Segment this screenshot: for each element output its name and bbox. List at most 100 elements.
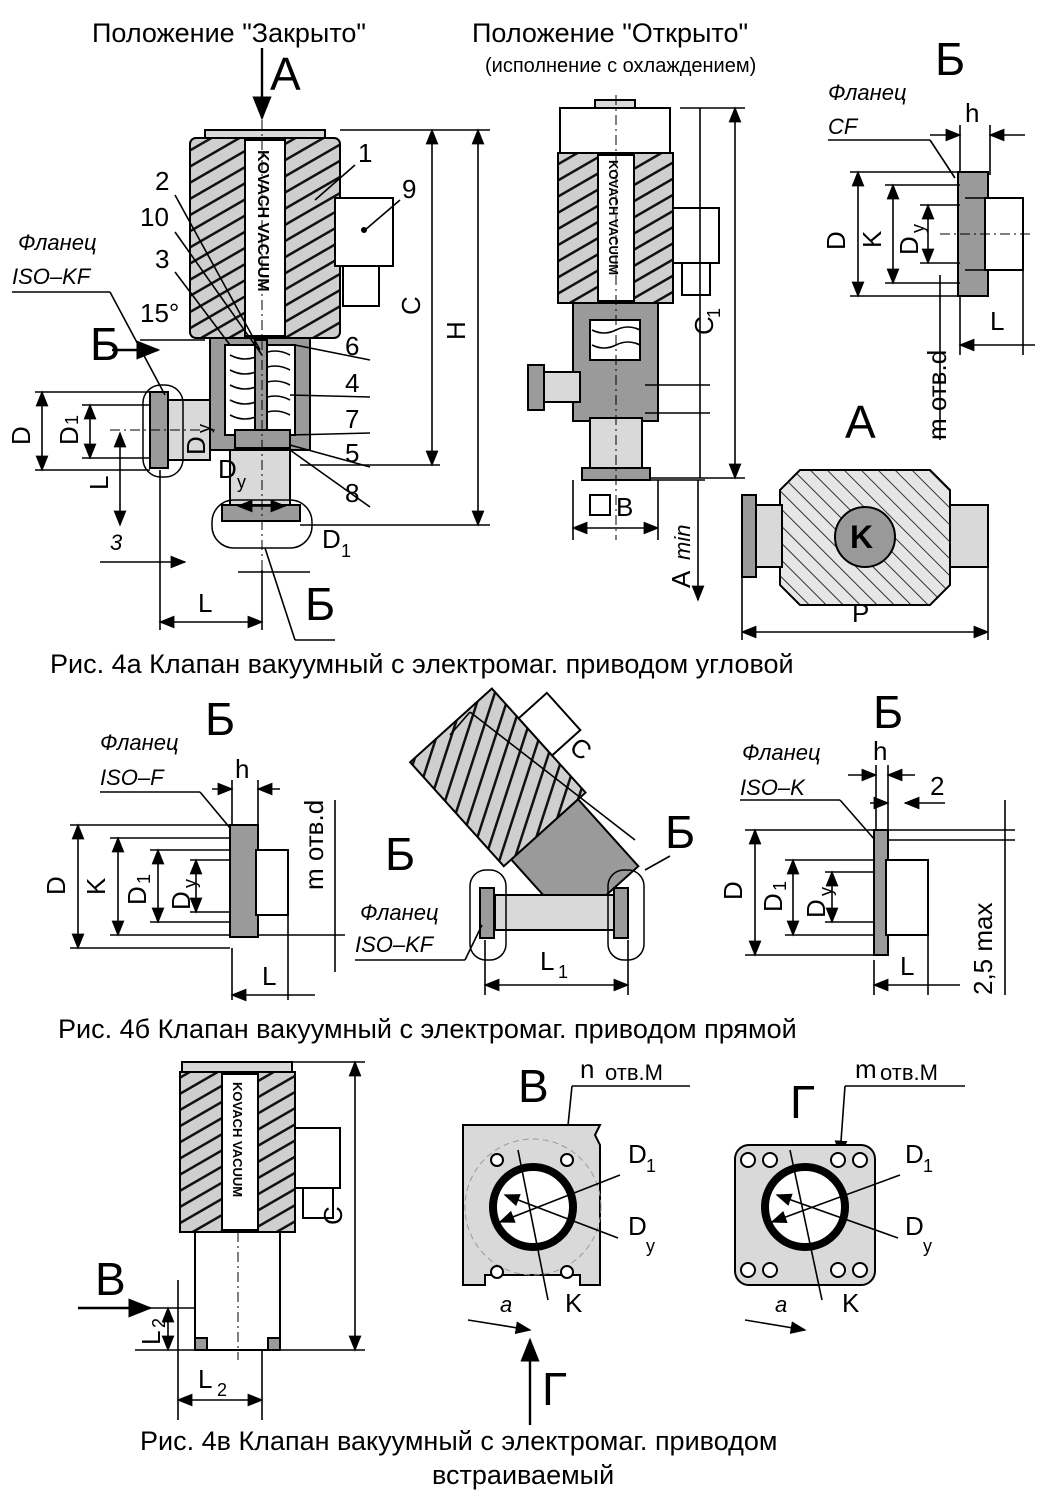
embedded-housing [194,1231,281,1351]
dim-h-iso-f: h [235,754,249,784]
dim-k-cf: K [857,230,887,248]
dim-a-view-g: a [775,1292,787,1317]
dim-n-holes: n [580,1054,594,1084]
dim-d1-view-g: D [905,1139,924,1169]
callout-2: 2 [155,166,169,196]
flange-cf-label: Фланец [828,80,907,105]
dim-d1-bottom: D [322,524,341,554]
view-letter-b-straight-right: Б [665,806,695,858]
connector-gland [342,265,380,307]
open-position-title: Положение "Открыто" [472,18,748,48]
dim-p: P [852,598,869,628]
dim-dy-closed: D [181,436,211,455]
dim-a-min-sub: min [670,525,695,560]
dim-dy-view-v-sub: у [646,1236,655,1256]
coil-cap [204,129,326,139]
closed-valve-drawing: А KOVACH VACUUM 1 2 10 3 [6,48,490,641]
dim-l-iso-f: L [262,961,276,991]
closed-position-title: Положение "Закрыто" [92,18,366,48]
callout-9: 9 [402,174,416,204]
flange-iso-kf-label: Фланец [18,230,97,255]
straight-valve-drawing: C Б Б Фланец ISO–KF L 1 [355,687,695,995]
view-v: В n отв.М D 1 D у K a Г [462,1054,690,1425]
view-letter-b-iso-f: Б [205,693,235,745]
view-letter-g: Г [790,1076,815,1128]
bottom-port [229,449,291,506]
dim-h: H [441,321,471,340]
view-letter-b-straight-left: Б [385,828,415,880]
dim-c1-sub: 1 [704,308,724,318]
dim-l2-vertical: L [136,1331,166,1345]
dim-m-holes-iso-f: m отв.d [299,800,329,890]
dim-angle-15: 15° [140,298,179,328]
dim-a-view-v: a [500,1292,512,1317]
view-letter-v: В [518,1060,549,1112]
dim-k-view-v: K [565,1288,583,1318]
square-symbol [589,494,611,516]
dim-d-iso-k: D [718,881,748,900]
dim-dy-view-g: D [905,1211,924,1241]
brand-label-open: KOVACH VACUUM [606,160,621,275]
dim-l1-sub: 1 [558,962,568,982]
dim-d1-iso-f: D [122,886,152,905]
dim-dy-bottom: D [218,454,237,484]
dim-three: 3 [110,530,123,555]
caption-fig-4v-line2: встраиваемый [432,1460,614,1490]
view-g: Г m отв.М D 1 D у K a [734,1054,965,1334]
dim-d-iso-f: D [41,876,71,895]
dim-m-holes: m [855,1054,877,1084]
dim-dy-iso-k: D [801,899,831,918]
dim-dy-iso-f: D [166,891,196,910]
dim-d-cf: D [821,231,851,250]
callout-7: 7 [345,404,359,434]
dim-max: 2,5 max [968,903,998,996]
view-b-iso-f: Б Фланец ISO–F h D K D 1 D у m отв.d [41,693,345,1002]
dim-d1-closed: D [54,426,84,445]
caption-fig-4a: Рис. 4а Клапан вакуумный с электромаг. п… [50,649,794,679]
flange-iso-k-type: ISO–K [740,775,806,800]
dim-b-square: В [616,492,633,522]
dim-c1: C [689,316,719,335]
dim-d1-view-v-sub: 1 [646,1156,656,1176]
caption-fig-4v-line1: Рис. 4в Клапан вакуумный с электромаг. п… [140,1426,777,1456]
dim-dy-cf: D [894,236,924,255]
cooling-jacket [559,107,671,154]
dim-l2-horizontal-sub: 2 [217,1380,227,1400]
callout-10: 10 [140,202,169,232]
dim-c-embedded: C [318,1206,348,1225]
view-letter-b-iso-k: Б [873,686,903,738]
dim-n-holes-label: отв.М [605,1060,663,1085]
flange-iso-kf-type: ISO–KF [12,264,92,289]
dim-d-closed: D [6,426,36,445]
dim-dy-view-g-sub: у [923,1236,932,1256]
dim-l2-horizontal: L [198,1364,212,1394]
dim-c-closed: C [396,296,426,315]
coil-label-strip [244,139,286,337]
dim-d1-sub-closed: 1 [62,415,82,425]
dim-k-iso-f: K [81,877,111,895]
view-letter-a-top: А [270,48,301,100]
dim-dy-bottom-sub: у [237,472,246,492]
dim-a-min: А [666,570,696,588]
caption-fig-4b: Рис. 4б Клапан вакуумный с электромаг. п… [58,1014,797,1044]
view-letter-v-arrow: В [95,1253,126,1305]
flange-iso-k-label: Фланец [742,740,821,765]
svg-text:K: K [850,519,873,555]
dim-dy-cf-sub: у [908,224,928,233]
flange-iso-f-type: ISO–F [100,765,165,790]
dim-h-iso-k: h [873,736,887,766]
dim-d1-iso-f-sub: 1 [134,874,154,884]
callout-8: 8 [345,478,359,508]
callout-1: 1 [358,138,372,168]
dim-d1-view-v: D [628,1139,647,1169]
dim-d1-view-g-sub: 1 [923,1156,933,1176]
view-a-top: А K P [740,396,990,640]
dim-two: 2 [930,771,944,801]
dim-l-horizontal-closed: L [198,588,212,618]
view-letter-b-bottom: Б [305,578,335,630]
dim-dy-iso-f-sub: у [180,879,200,888]
open-position-subtitle: (исполнение с охлаждением) [485,55,756,77]
view-letter-a-view: А [845,396,876,448]
flange-detail-circle [142,384,184,478]
